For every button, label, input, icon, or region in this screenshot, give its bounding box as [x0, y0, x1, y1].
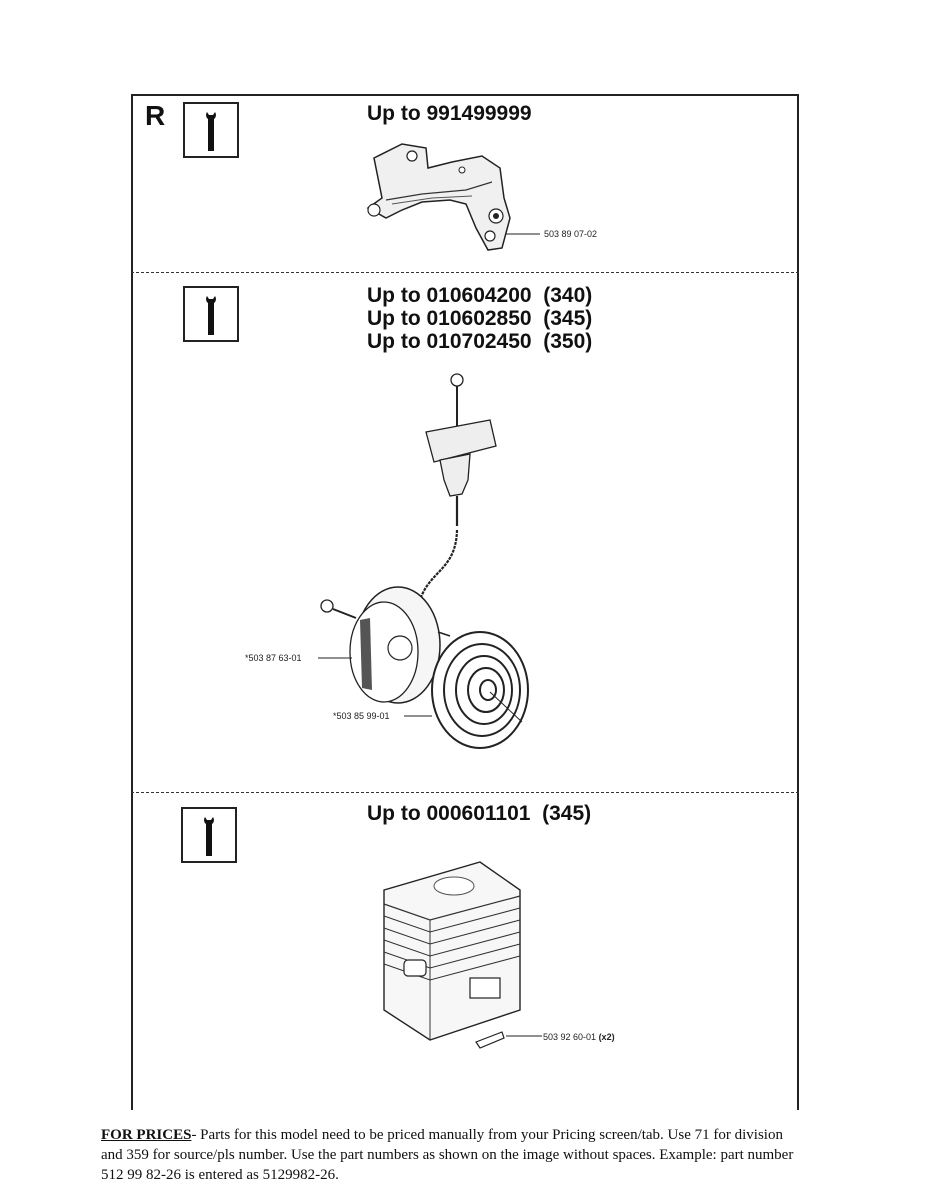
part-number-label: 503 89 07-02	[544, 229, 598, 239]
revision-marker: R	[145, 100, 166, 131]
section-2-heading-1: Up to 010604200 (340)	[367, 284, 593, 307]
pricing-note-text: - Parts for this model need to be priced…	[101, 1127, 794, 1183]
pricing-note: FOR PRICES- Parts for this model need to…	[101, 1125, 801, 1185]
part-number-label: 503 92 60-01 (x2)	[543, 1032, 615, 1042]
info-wrench-icon	[183, 102, 239, 158]
section-2-heading-3: Up to 010702450 (350)	[367, 330, 593, 353]
starter-assembly-drawing	[318, 373, 529, 749]
section-divider	[131, 272, 799, 273]
part-number-label: *503 87 63-01	[245, 653, 302, 663]
pricing-note-label: FOR PRICES	[101, 1127, 192, 1143]
info-wrench-icon	[183, 286, 239, 342]
part-number-label: *503 85 99-01	[333, 711, 390, 721]
cylinder-drawing	[383, 861, 542, 1049]
section-divider	[131, 792, 799, 793]
section-2-heading-2: Up to 010602850 (345)	[367, 307, 593, 330]
parts-frame	[131, 94, 799, 1110]
section-1-heading: Up to 991499999	[367, 102, 532, 125]
section-3-heading: Up to 000601101 (345)	[367, 802, 592, 825]
chain-cover-drawing	[366, 143, 540, 251]
info-wrench-icon	[181, 807, 237, 863]
